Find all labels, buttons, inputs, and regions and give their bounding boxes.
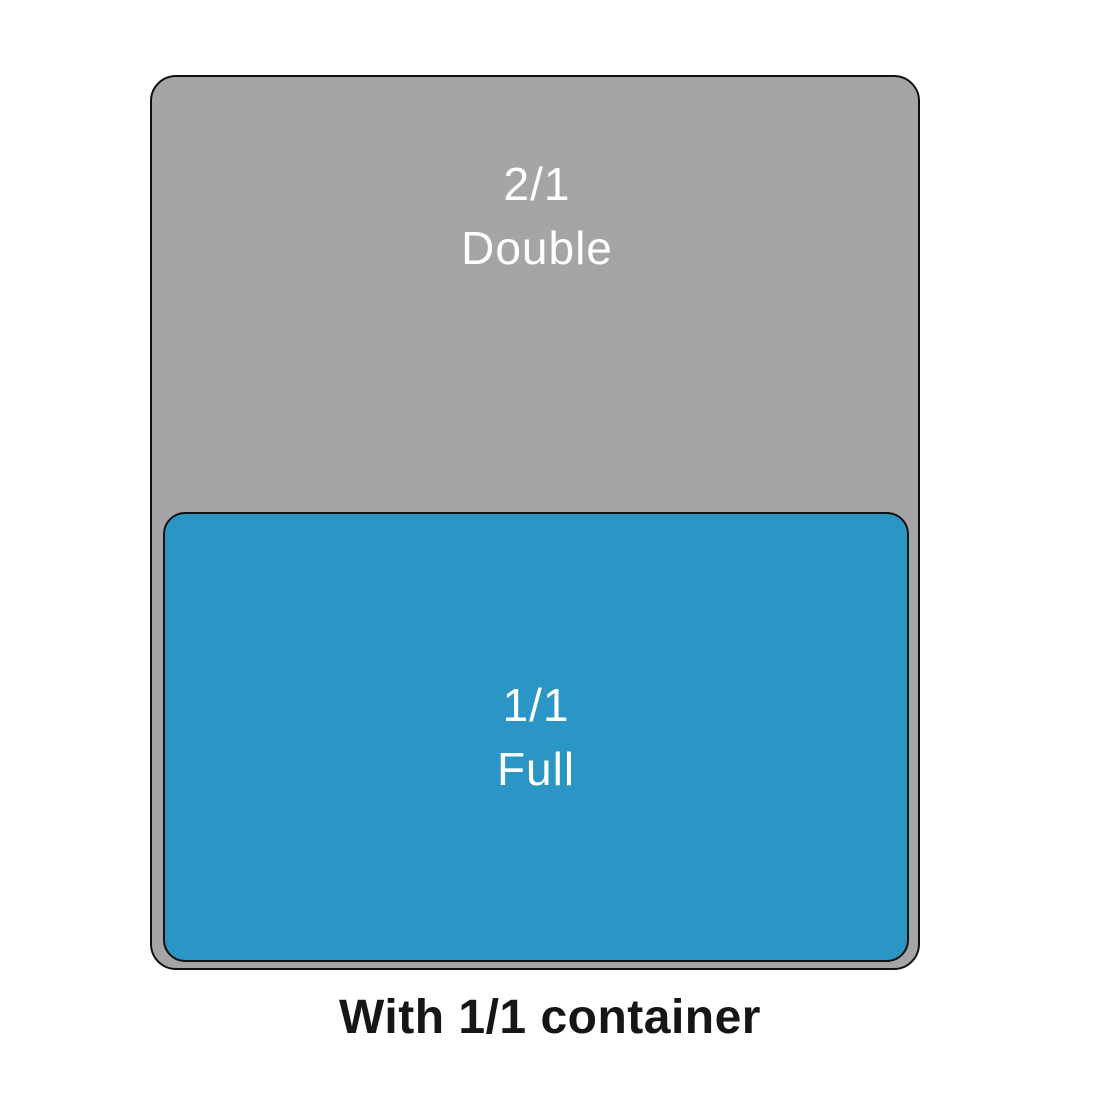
- outer-pan-label: 2/1 Double: [152, 152, 922, 281]
- inner-pan-label: 1/1 Full: [497, 673, 575, 802]
- inner-pan-label-name: Full: [496, 743, 576, 795]
- outer-pan-2-1-double: 2/1 Double 1/1 Full: [150, 75, 920, 970]
- diagram-caption: With 1/1 container: [339, 991, 761, 1044]
- outer-pan-label-name: Double: [461, 222, 613, 275]
- inner-pan-1-1-full: 1/1 Full: [163, 512, 909, 962]
- outer-pan-label-size: 2/1: [503, 158, 571, 210]
- inner-pan-label-size: 1/1: [502, 678, 570, 731]
